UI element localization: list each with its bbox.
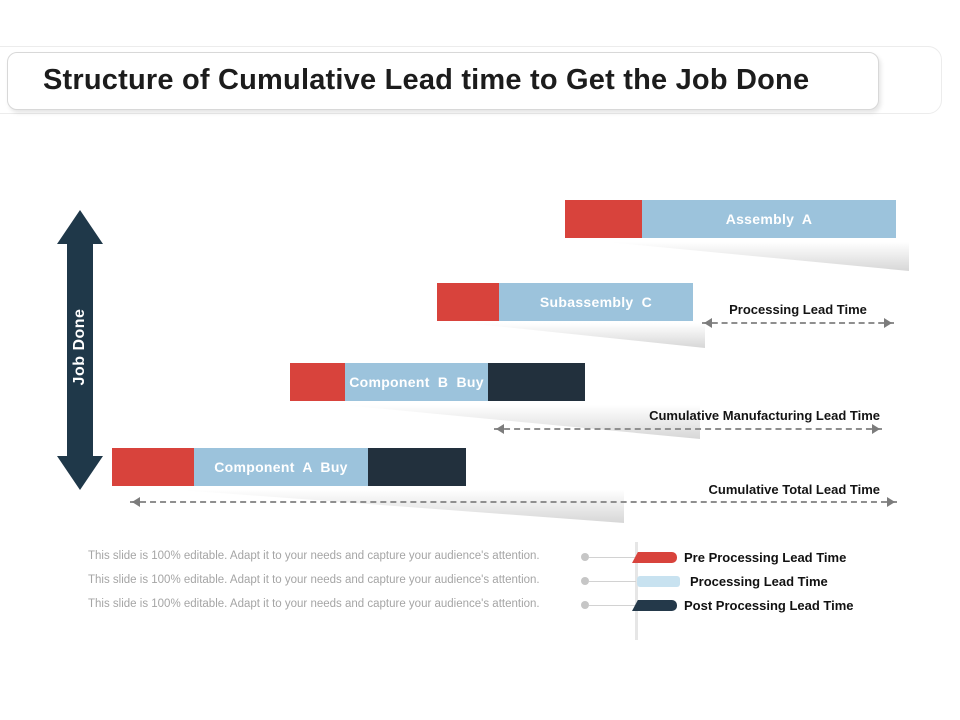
assembly-a-processing-segment: Assembly A [642,200,896,238]
legend-connector-dot [581,577,589,585]
bar-label: Subassembly C [539,294,653,310]
processing-lead-time-label: Processing Lead Time [729,302,867,317]
editable-note: This slide is 100% editable. Adapt it to… [88,598,540,610]
component-a-post-processing-segment [368,448,466,486]
job-done-axis-label: Job Done [71,308,88,386]
assembly-a-pre-processing-segment [565,200,642,238]
title-box: Structure of Cumulative Lead time to Get… [7,52,879,110]
legend-connector-dot [581,601,589,609]
component-b-pre-processing-segment [290,363,345,401]
legend-connector-line [589,581,636,582]
bar-shadow-wedge [565,238,909,271]
job-done-axis-arrow [57,210,103,490]
subassembly-c-processing-segment: Subassembly C [499,283,693,321]
cumulative-manufacturing-lead-time-arrow [494,424,882,434]
bar-shadow-wedge [437,320,705,348]
bar-label: Assembly A [725,211,813,227]
legend-connector-line [589,557,636,558]
component-b-post-processing-segment [488,363,585,401]
cumulative-manufacturing-lead-time-label: Cumulative Manufacturing Lead Time [649,408,880,423]
post-processing-swatch [632,600,677,611]
processing-swatch [637,576,680,587]
component-a-processing-segment: Component A Buy [194,448,368,486]
legend-label-pre-processing: Pre Processing Lead Time [684,550,847,565]
bar-label: Component B Buy [349,374,484,390]
legend-divider [635,542,638,640]
cumulative-total-lead-time-arrow [130,497,897,507]
page-title: Structure of Cumulative Lead time to Get… [43,64,810,96]
cumulative-total-lead-time-label: Cumulative Total Lead Time [708,482,880,497]
component-a-pre-processing-segment [112,448,194,486]
bar-label: Component A Buy [214,459,348,475]
editable-note: This slide is 100% editable. Adapt it to… [88,550,540,562]
editable-note: This slide is 100% editable. Adapt it to… [88,574,540,586]
legend-connector-line [589,605,636,606]
legend-label-post-processing: Post Processing Lead Time [684,598,854,613]
processing-lead-time-arrow [702,318,894,328]
component-b-processing-segment: Component B Buy [345,363,488,401]
legend-label-processing: Processing Lead Time [690,574,828,589]
pre-processing-swatch [632,552,677,563]
subassembly-c-pre-processing-segment [437,283,499,321]
legend-connector-dot [581,553,589,561]
